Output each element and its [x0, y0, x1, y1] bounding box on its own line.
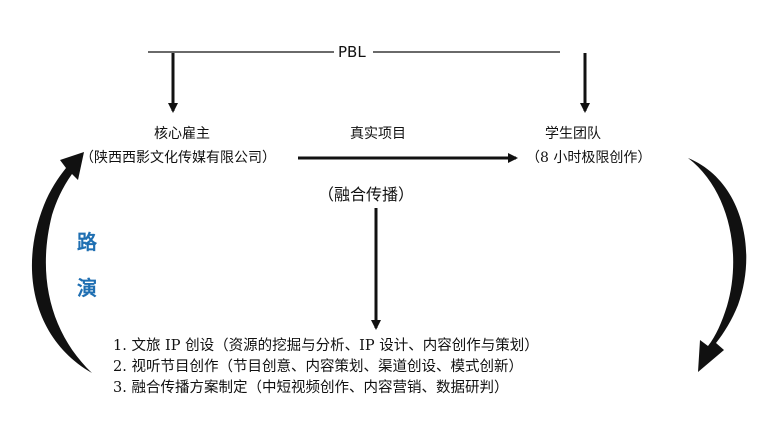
side-label-yan: 演: [77, 276, 97, 300]
fusion-label: （融合传播）: [318, 185, 415, 204]
list-item: 1. 文旅 IP 创设（资源的挖掘与分析、IP 设计、内容创作与策划）: [113, 338, 539, 354]
team-title: 学生团队: [545, 126, 601, 142]
right-cycle-arrow: [688, 158, 747, 372]
side-label-lu: 路: [77, 230, 97, 254]
employer-title: 核心雇主: [154, 126, 210, 142]
left-cycle-arrow: [31, 152, 92, 373]
employer-subtitle: （陕西西影文化传媒有限公司）: [80, 150, 276, 166]
list-item: 2. 视听节目创作（节目创意、内容策划、渠道创设、模式创新）: [113, 359, 523, 375]
project-label: 真实项目: [350, 126, 406, 142]
deliverables-list: 1. 文旅 IP 创设（资源的挖掘与分析、IP 设计、内容创作与策划） 2. 视…: [113, 336, 539, 399]
pbl-label: PBL: [336, 43, 368, 61]
team-subtitle: （8 小时极限创作）: [526, 150, 652, 166]
list-item: 3. 融合传播方案制定（中短视频创作、内容营销、数据研判）: [113, 380, 509, 396]
